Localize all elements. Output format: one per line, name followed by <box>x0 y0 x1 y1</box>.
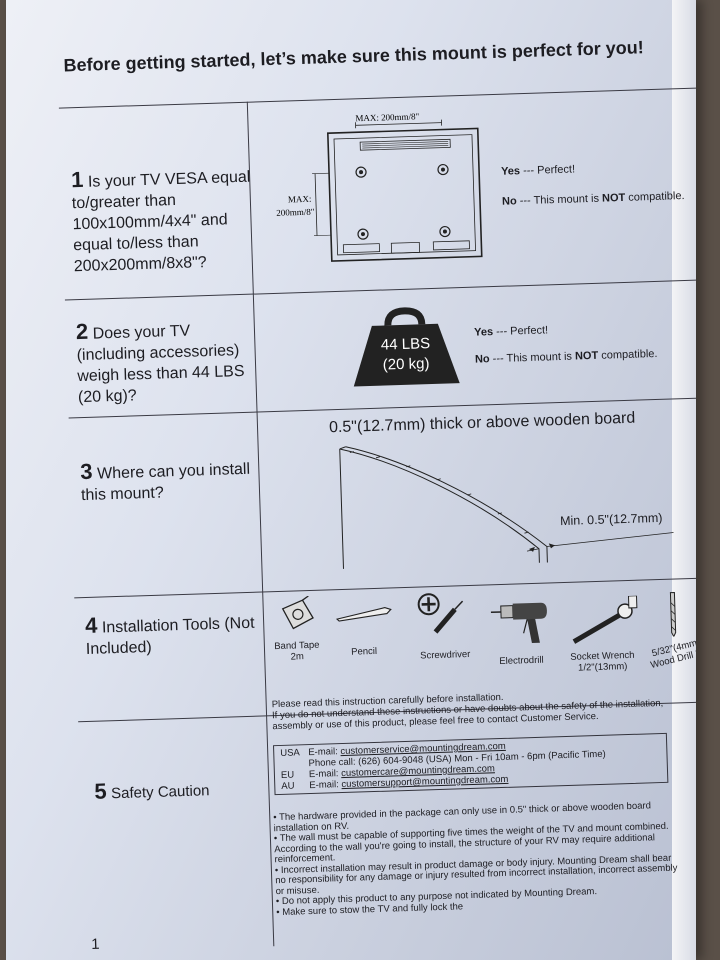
weight-question: 2 Does your TV (including accessories) w… <box>76 314 259 409</box>
safety-number: 5 <box>93 778 108 804</box>
install-question: 3 Where can you install this mount? <box>80 453 261 506</box>
weight-kg-label: (20 kg) <box>383 355 430 373</box>
vesa-yes-text: --- Perfect! <box>519 163 576 178</box>
weight-no-bold: NOT <box>574 349 599 363</box>
vesa-question: 1 Is your TV VESA equal to/greater than … <box>71 162 254 278</box>
weight-no-label: No <box>474 353 490 366</box>
weight-lbs-label: 44 LBS <box>381 335 431 354</box>
weight-no-answer: No --- This mount is NOT compatible. <box>475 348 658 366</box>
install-number: 3 <box>79 458 93 485</box>
tools-number: 4 <box>84 612 98 639</box>
weight-icon: 44 LBS (20 kg) <box>353 307 460 387</box>
vesa-yes-label: Yes <box>500 165 521 178</box>
drill-bit-icon <box>669 591 677 637</box>
vesa-no-answer: No --- This mount is NOT compatible. <box>502 190 685 208</box>
pencil-icon <box>335 607 392 622</box>
safety-title: Safety Caution <box>110 782 210 803</box>
drill-icon <box>490 602 547 644</box>
vesa-no-text: --- This mount is <box>516 192 603 208</box>
install-question-text: Where can you install this mount? <box>80 460 251 505</box>
table-divider <box>64 279 696 301</box>
vesa-no-bold: NOT <box>601 191 626 205</box>
tool-label-screwdriver: Screwdriver <box>420 648 471 662</box>
vesa-no-label: No <box>501 195 517 208</box>
weight-yes-text: --- Perfect! <box>492 324 549 339</box>
max-width-label: MAX: 200mm/8" <box>355 111 420 123</box>
table-divider <box>74 577 696 599</box>
weight-yes-label: Yes <box>473 326 494 339</box>
safety-intro: Please read this instruction carefully b… <box>272 686 683 732</box>
weight-number: 2 <box>75 318 89 345</box>
tools-question-text: Installation Tools (Not Included) <box>85 614 255 659</box>
table-divider <box>58 87 696 109</box>
tool-label-drill-bit: 5/32"(4mm)Wood Drill Bit <box>649 636 696 671</box>
max-height-label: MAX: <box>288 194 312 205</box>
manual-page: Before getting started, let’s make sure … <box>6 0 696 960</box>
max-height-value: 200mm/8" <box>276 207 315 218</box>
vesa-question-text: Is your TV VESA equal to/greater than 10… <box>71 168 251 276</box>
tape-measure-icon <box>281 595 314 630</box>
weight-yes-answer: Yes --- Perfect! <box>474 324 548 338</box>
tv-back-diagram: MAX: 200mm/8" MAX: 200mm/8" <box>276 111 483 262</box>
vesa-no-text-end: compatible. <box>625 190 685 204</box>
safety-heading: 5 Safety Caution <box>94 775 210 805</box>
vesa-yes-answer: Yes --- Perfect! <box>501 163 575 177</box>
tool-label-electrodrill: Electrodrill <box>499 654 544 668</box>
manual-sheet: Before getting started, let’s make sure … <box>6 0 696 960</box>
wooden-board-diagram <box>339 446 674 569</box>
tools-question: 4 Installation Tools (Not Included) <box>85 607 266 660</box>
tool-label-pencil: Pencil <box>351 645 378 658</box>
weight-no-text: --- This mount is <box>489 350 576 366</box>
screwdriver-icon <box>417 593 464 634</box>
weight-no-text-end: compatible. <box>598 347 658 362</box>
page-edge <box>672 0 696 960</box>
socket-wrench-icon <box>572 595 638 644</box>
weight-question-text: Does your TV (including accessories) wei… <box>76 322 245 407</box>
page-number: 1 <box>90 935 100 954</box>
board-caption: 0.5"(12.7mm) thick or above wooden board <box>328 409 636 437</box>
vesa-number: 1 <box>70 166 84 193</box>
safety-bullets: • The hardware provided in the package c… <box>273 800 682 918</box>
page-title: Before getting started, let’s make sure … <box>63 37 645 76</box>
